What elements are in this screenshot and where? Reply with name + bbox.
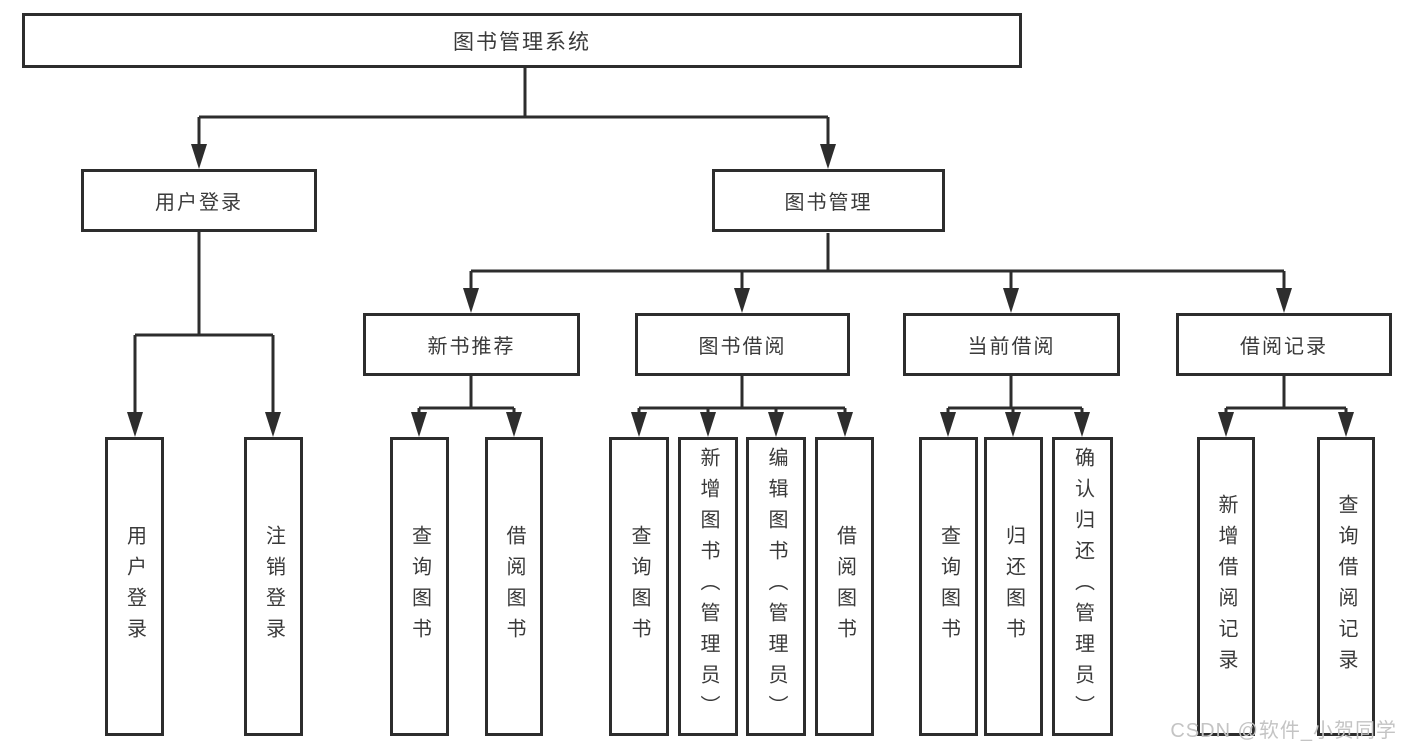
leaf-add-borrow-record: 新增借阅记录 [1197, 437, 1255, 736]
arrow-down-icon [1338, 412, 1354, 437]
arrow-down-icon [506, 412, 522, 437]
arrow-down-icon [127, 412, 143, 437]
node-library-management-system: 图书管理系统 [22, 13, 1022, 68]
arrow-down-icon [631, 412, 647, 437]
arrow-down-icon [734, 288, 750, 313]
node-book-borrowing: 图书借阅 [635, 313, 850, 376]
leaf-query-books: 查询图书 [390, 437, 449, 736]
leaf-add-books-admin: 新增图书（管理员） [678, 437, 738, 736]
leaf-edit-books-admin: 编辑图书（管理员） [746, 437, 806, 736]
arrow-down-icon [463, 288, 479, 313]
arrow-down-icon [940, 412, 956, 437]
leaf-query-borrow-record: 查询借阅记录 [1317, 437, 1375, 736]
arrow-down-icon [768, 412, 784, 437]
node-user-login: 用户登录 [81, 169, 317, 232]
arrow-down-icon [1276, 288, 1292, 313]
node-new-book-recommend: 新书推荐 [363, 313, 580, 376]
node-borrowing-records: 借阅记录 [1176, 313, 1392, 376]
leaf-confirm-return-admin: 确认归还（管理员） [1052, 437, 1113, 736]
arrow-down-icon [1003, 288, 1019, 313]
leaf-logout: 注销登录 [244, 437, 303, 736]
arrow-down-icon [1005, 412, 1021, 437]
leaf-borrow-books: 借阅图书 [815, 437, 874, 736]
leaf-return-books: 归还图书 [984, 437, 1043, 736]
arrow-down-icon [411, 412, 427, 437]
arrow-down-icon [700, 412, 716, 437]
arrow-down-icon [265, 412, 281, 437]
arrow-down-icon [1074, 412, 1090, 437]
arrow-down-icon [820, 144, 836, 169]
node-book-management: 图书管理 [712, 169, 945, 232]
leaf-user-login: 用户登录 [105, 437, 164, 736]
csdn-watermark: CSDN @软件_小贺同学 [1170, 720, 1397, 742]
arrow-down-icon [191, 144, 207, 169]
arrow-down-icon [837, 412, 853, 437]
arrow-down-icon [1218, 412, 1234, 437]
node-current-borrowing: 当前借阅 [903, 313, 1120, 376]
leaf-query-books: 查询图书 [919, 437, 978, 736]
leaf-query-books: 查询图书 [609, 437, 669, 736]
leaf-borrow-books: 借阅图书 [485, 437, 543, 736]
